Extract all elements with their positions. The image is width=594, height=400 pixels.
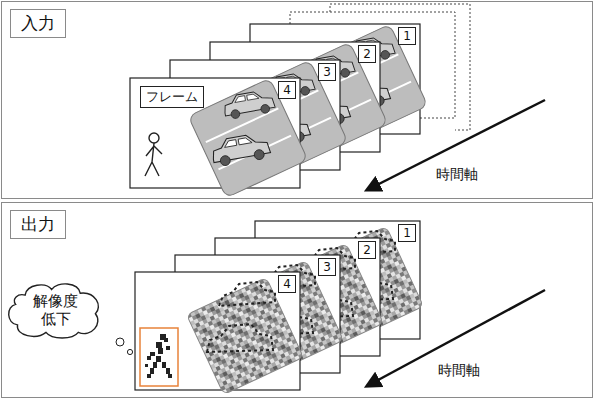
node-text: 4: [283, 83, 291, 97]
time-arrow: [367, 100, 545, 190]
input-frames: [130, 24, 428, 198]
pixel-person: [145, 334, 172, 378]
frame: [130, 78, 308, 198]
frame-number: 4: [278, 275, 296, 293]
frame-number: 4: [278, 81, 296, 99]
frame-number: 2: [358, 241, 376, 259]
output-frames: [135, 221, 423, 394]
frame-number: 1: [398, 224, 416, 242]
illustration-part: [147, 374, 151, 378]
panel-label: 出力: [10, 210, 66, 239]
illustration-part: [166, 346, 170, 350]
axis-label: 時間軸: [434, 166, 480, 184]
node-text: 入力: [21, 12, 55, 35]
time-arrow: [367, 290, 545, 386]
illustration-part: [187, 278, 304, 395]
frame-label: フレーム: [140, 86, 204, 108]
illustration-part: [166, 368, 170, 374]
node-text: 2: [363, 47, 371, 61]
node-text: 出力: [21, 213, 55, 236]
axis-label: 時間軸: [436, 362, 482, 380]
thought-dot: [127, 349, 132, 354]
panel-label: 入力: [10, 9, 66, 38]
illustration-part: [145, 364, 148, 367]
illustration-part: [150, 352, 155, 356]
node-text: 2: [363, 243, 371, 257]
cloud-shape: [9, 284, 99, 338]
node-text: 3: [323, 260, 331, 274]
illustration-part: [145, 78, 308, 198]
illustration-part: [153, 362, 157, 368]
node-text: 1: [403, 226, 411, 240]
node-text: 解像度 低下: [30, 292, 81, 328]
frame-number: 2: [358, 45, 376, 63]
thought-cloud: 解像度 低下: [8, 282, 103, 338]
node-text: フレーム: [146, 88, 198, 106]
illustration-part: [150, 368, 154, 374]
illustration-part: [164, 338, 168, 342]
illustration-part: [162, 362, 166, 368]
input-panel: [2, 2, 593, 199]
thought-dot: [116, 338, 124, 346]
node-text: 3: [323, 65, 331, 79]
illustration-part: [147, 356, 151, 360]
output-panel: [2, 203, 593, 398]
frame-number: 3: [318, 63, 336, 81]
illustration-part: [158, 348, 163, 354]
node-text: 1: [403, 29, 411, 43]
illustration-part: [168, 374, 172, 378]
frame-number: 1: [398, 27, 416, 45]
frame-number: 3: [318, 258, 336, 276]
person-highlight: [140, 328, 178, 386]
node-text: 4: [283, 277, 291, 291]
frame: [135, 272, 303, 394]
illustration-part: [156, 342, 162, 348]
illustration-part: [156, 356, 161, 362]
